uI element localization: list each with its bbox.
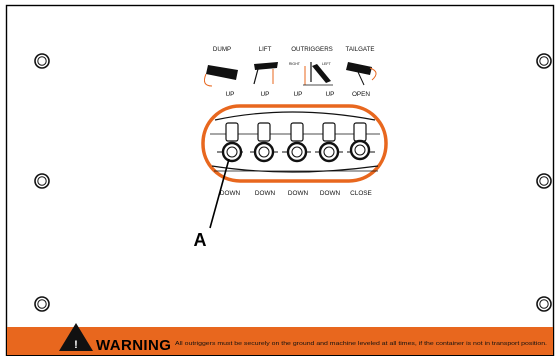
callout-leader-line <box>209 158 230 229</box>
mounting-hole-top-left <box>34 53 50 69</box>
mounting-hole-bottom-left <box>34 296 50 312</box>
tailgate-control-lever[interactable] <box>347 122 375 161</box>
mounting-hole-top-right <box>536 53 552 69</box>
outrigger-side-right: RIGHT <box>289 62 301 66</box>
lift-control-lever[interactable] <box>250 122 278 163</box>
function-label-outriggers: OUTRIGGERS <box>291 46 333 53</box>
valve-bank <box>201 104 388 183</box>
dump-control-lever[interactable] <box>217 122 243 163</box>
dump-up-label: UP <box>226 91 235 98</box>
warning-message: All outriggers must be securely on the g… <box>175 341 547 347</box>
function-label-tailgate: TAILGATE <box>346 46 375 53</box>
warning-triangle-icon: ! <box>59 323 93 351</box>
dump-down-label: DOWN <box>220 190 241 197</box>
function-label-lift: LIFT <box>259 46 272 53</box>
lift-up-label: UP <box>261 91 270 98</box>
outrigger-left-control-lever[interactable] <box>315 122 343 163</box>
warning-title: WARNING <box>96 337 171 354</box>
outriggers-icon: RIGHT LEFT <box>289 62 333 86</box>
mounting-hole-bottom-right <box>536 296 552 312</box>
tailgate-open-label: OPEN <box>352 91 370 98</box>
outrigger-side-left: LEFT <box>322 62 332 66</box>
svg-text:!: ! <box>74 339 78 351</box>
callout-label: A <box>194 230 207 250</box>
outrigger-left-up-label: UP <box>326 91 335 98</box>
lift-icon <box>253 62 278 85</box>
mounting-hole-middle-left <box>34 173 50 189</box>
function-label-dump: DUMP <box>213 46 231 53</box>
warning-banner: ! WARNING All outriggers must be securel… <box>7 323 553 355</box>
outrigger-left-down-label: DOWN <box>320 190 341 197</box>
outrigger-right-control-lever[interactable] <box>282 122 311 163</box>
tailgate-close-label: CLOSE <box>350 190 372 197</box>
outrigger-right-down-label: DOWN <box>288 190 309 197</box>
mounting-hole-middle-right <box>536 173 552 189</box>
dump-icon <box>204 65 238 87</box>
lift-down-label: DOWN <box>255 190 276 197</box>
tailgate-icon <box>346 62 377 86</box>
outrigger-right-up-label: UP <box>294 91 303 98</box>
